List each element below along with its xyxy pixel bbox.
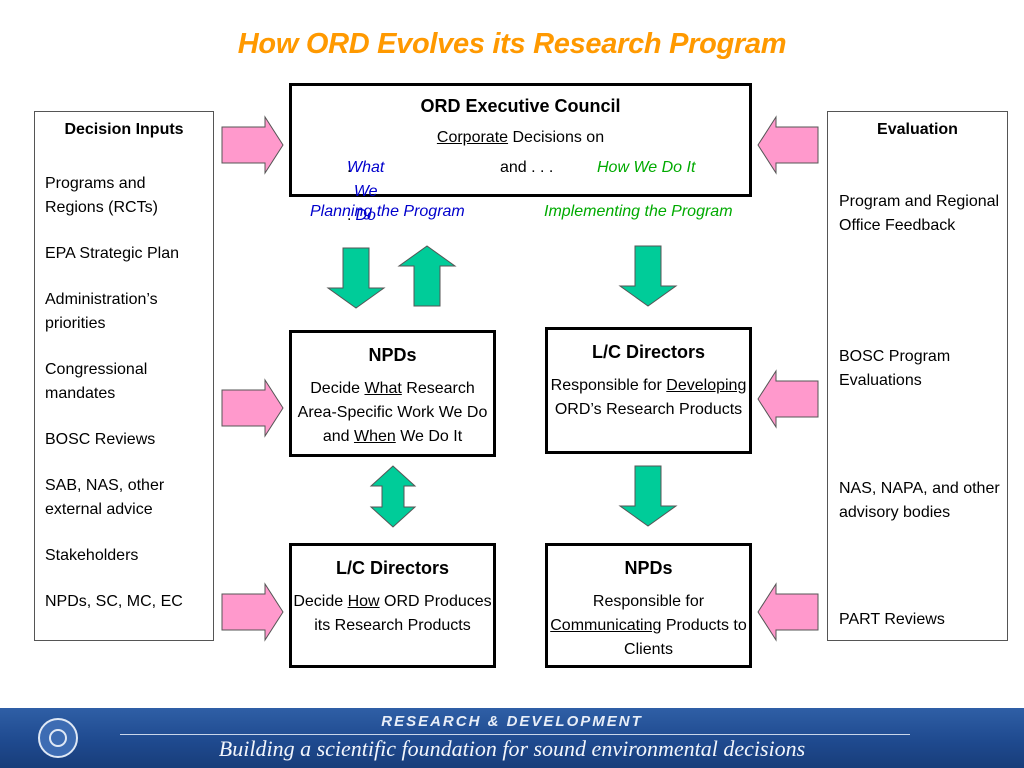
list-item: Stakeholders [45, 547, 139, 564]
npds-communicate-heading: NPDs [624, 558, 673, 578]
how-we-do-it-text: How We Do It [597, 159, 696, 176]
implementing-caption: Implementing the Program [544, 203, 733, 220]
developing-underlined: Developing [666, 377, 747, 394]
lc-directors-decide-box: L/C Directors Decide How ORD Produces it… [289, 543, 496, 668]
input-arrow-middle [221, 378, 284, 438]
evaluation-panel: Evaluation Program and Regional Office F… [827, 111, 1008, 641]
epa-seal-icon [38, 718, 78, 758]
dots-text: . . . [347, 159, 352, 224]
and-text: and . . . [500, 159, 554, 176]
npds-decide-heading: NPDs [368, 345, 417, 365]
lc-directors-decide-heading: L/C Directors [335, 558, 450, 578]
what-we-do-text: What We Do [347, 159, 385, 224]
planning-caption: Planning the Program [310, 203, 465, 220]
communicating-underlined: Communicating [550, 617, 662, 634]
list-item: PART Reviews [839, 611, 945, 628]
corporate-decisions-line: Corporate Decisions on [292, 126, 749, 150]
evaluation-arrow-top [757, 115, 819, 175]
decision-inputs-panel: Decision Inputs Programs and Regions (RC… [34, 111, 214, 641]
text-part: ORD’s Research Products [554, 401, 743, 418]
text-part: Responsible for [592, 593, 705, 610]
list-item: BOSC Program Evaluations [839, 348, 951, 389]
decision-inputs-list: Programs and Regions (RCTs) EPA Strategi… [45, 172, 203, 614]
text-part: ORD Produces its Research Products [314, 593, 492, 634]
implementing-down-arrow [618, 245, 678, 307]
lc-directors-decide-text: Decide How ORD Produces its Research Pro… [292, 590, 493, 638]
lc-directors-develop-box: L/C Directors Responsible for Developing… [545, 327, 752, 454]
input-arrow-bottom [221, 582, 284, 642]
corporate-word: Corporate [436, 129, 509, 146]
npds-decide-box: NPDs Decide What Research Area-Specific … [289, 330, 496, 457]
text-part: Responsible for [550, 377, 667, 394]
evaluation-heading: Evaluation [877, 121, 958, 138]
text-part: Decide [293, 593, 348, 610]
list-item: NPDs, SC, MC, EC [45, 593, 183, 610]
how-underlined: How [347, 593, 380, 610]
list-item: Programs and Regions (RCTs) [45, 175, 158, 216]
list-item: NAS, NAPA, and other advisory bodies [839, 480, 1000, 521]
planning-up-arrow [397, 245, 457, 307]
list-item: Congressional mandates [45, 361, 148, 402]
text-part: Research Area-Specific Work We Do and [297, 380, 488, 445]
input-arrow-top [221, 115, 284, 175]
footer-divider [120, 734, 910, 735]
executive-council-box: ORD Executive Council Corporate Decision… [289, 83, 752, 224]
footer-tagline: Building a scientific foundation for sou… [218, 736, 806, 761]
text-part: We Do It [395, 428, 463, 445]
footer-banner: RESEARCH & DEVELOPMENT Building a scient… [0, 708, 1024, 768]
evaluation-arrow-bottom [757, 582, 819, 642]
decision-inputs-heading: Decision Inputs [64, 121, 184, 138]
npds-communicate-text: Responsible for Communicating Products t… [548, 590, 749, 662]
list-item: EPA Strategic Plan [45, 245, 179, 262]
text-part: Decide [310, 380, 365, 397]
what-underlined: What [364, 380, 402, 397]
lc-directors-develop-text: Responsible for Developing ORD’s Researc… [548, 374, 749, 422]
research-development-banner: RESEARCH & DEVELOPMENT [381, 713, 643, 730]
lc-directors-develop-heading: L/C Directors [591, 342, 706, 362]
decisions-on-text: Decisions on [508, 129, 605, 146]
npds-communicate-box: NPDs Responsible for Communicating Produ… [545, 543, 752, 668]
list-item: Program and Regional Office Feedback [839, 193, 1000, 234]
when-underlined: When [353, 428, 396, 445]
list-item: SAB, NAS, other external advice [45, 477, 165, 518]
list-item: BOSC Reviews [45, 431, 156, 448]
evaluation-arrow-middle [757, 369, 819, 429]
develop-to-communicate-arrow [618, 465, 678, 527]
what-how-line: What We Do . . . and . . . How We Do It [292, 156, 749, 224]
slide-title: How ORD Evolves its Research Program [237, 28, 787, 60]
npds-decide-text: Decide What Research Area-Specific Work … [292, 377, 493, 449]
text-part: Products to Clients [624, 617, 747, 658]
list-item: Administration’s priorities [45, 291, 158, 332]
executive-council-heading: ORD Executive Council [420, 96, 621, 116]
npd-lc-double-arrow [369, 465, 417, 528]
planning-down-arrow [326, 247, 386, 309]
